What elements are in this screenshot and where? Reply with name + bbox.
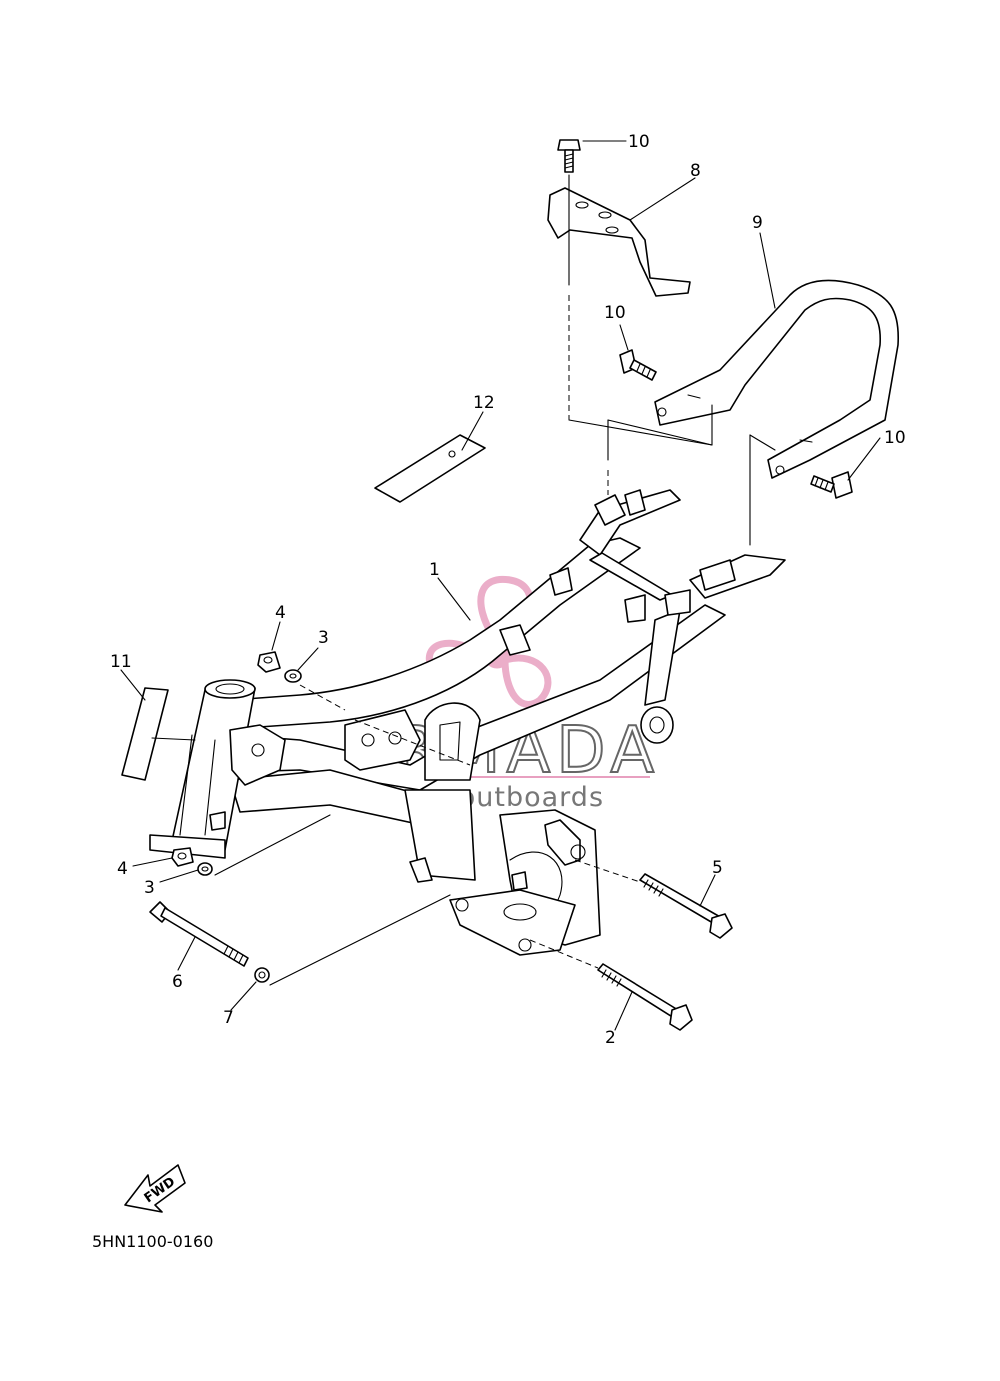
battery-bracket: [547, 187, 691, 297]
callout-10: 10: [604, 303, 626, 323]
callout-4: 4: [275, 603, 286, 623]
callout-5: 5: [712, 858, 723, 878]
label-sticker-12: [374, 434, 486, 503]
bolt-6: [149, 901, 249, 967]
fwd-arrow-icon: FWD: [124, 1164, 186, 1213]
assembly-lines: [214, 174, 776, 986]
grab-bar: [654, 279, 900, 479]
leader-lines: [120, 140, 881, 1031]
bolt-10-right: [810, 471, 853, 499]
bolt-10-top: [557, 139, 581, 173]
washer-7: [254, 967, 270, 983]
bolt-5: [639, 873, 733, 939]
callout-4: 4: [117, 859, 128, 879]
callout-2: 2: [605, 1028, 616, 1048]
washer-3-lower: [197, 862, 213, 876]
steering-head: [149, 679, 286, 859]
main-frame[interactable]: [229, 489, 786, 956]
callout-12: 12: [473, 393, 495, 413]
callout-8: 8: [690, 161, 701, 181]
part-code: 5HN1100-0160: [92, 1232, 213, 1251]
callout-1: 1: [429, 560, 440, 580]
bolt-10-middle: [619, 349, 657, 381]
bolt-2: [597, 963, 693, 1031]
washer-3-upper: [284, 669, 302, 683]
callout-7: 7: [223, 1008, 234, 1028]
callout-10: 10: [628, 132, 650, 152]
callout-10: 10: [884, 428, 906, 448]
label-sticker-11: [121, 687, 169, 781]
callout-11: 11: [110, 652, 132, 672]
callout-6: 6: [172, 972, 183, 992]
nut-4-lower: [171, 847, 194, 867]
nut-4-upper: [257, 651, 281, 673]
callout-9: 9: [752, 213, 763, 233]
callout-3: 3: [318, 628, 329, 648]
callout-3: 3: [144, 878, 155, 898]
